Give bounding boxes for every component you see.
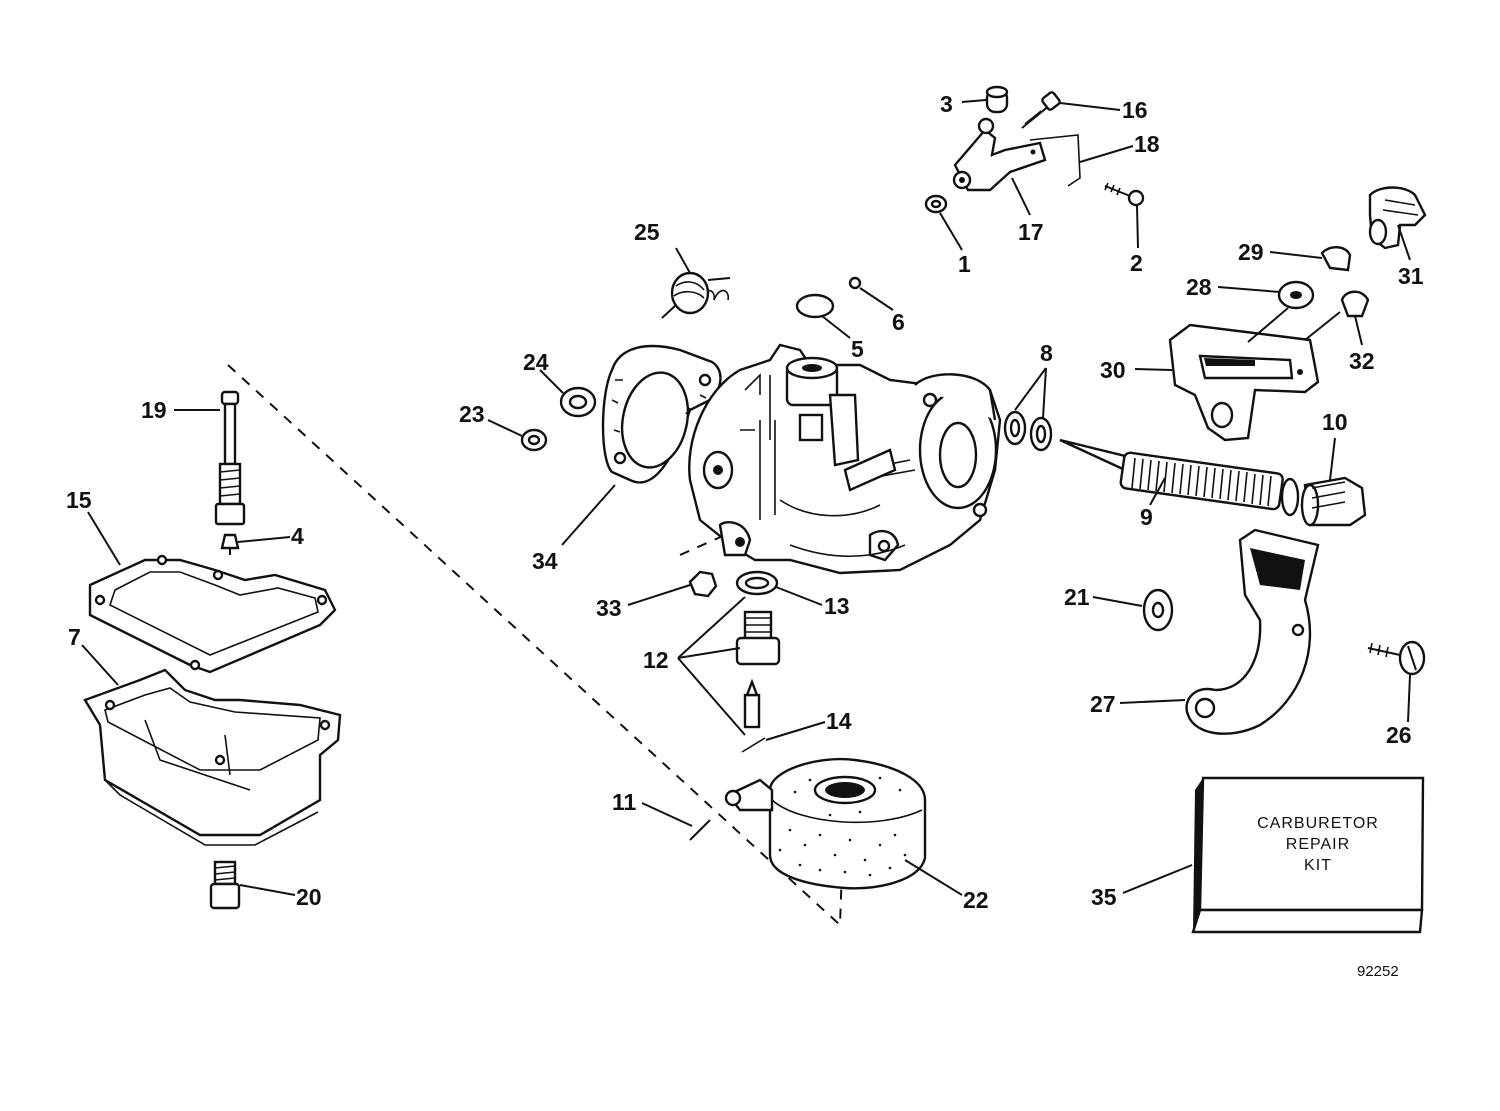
callout-21: 21 bbox=[1064, 584, 1090, 610]
part-5-plug bbox=[795, 293, 835, 319]
part-6-ball bbox=[848, 276, 862, 290]
part-9-needle-valve bbox=[1059, 438, 1300, 517]
callout-13: 13 bbox=[824, 593, 850, 619]
part-31-knob bbox=[1368, 186, 1427, 250]
leader-lines bbox=[81, 99, 1411, 896]
callout-29: 29 bbox=[1238, 239, 1264, 265]
part-21-washer bbox=[1142, 588, 1174, 632]
callout-19: 19 bbox=[141, 397, 167, 423]
callout-23: 23 bbox=[459, 401, 485, 427]
part-1-washer bbox=[924, 194, 948, 214]
part-8-washers bbox=[1003, 410, 1053, 452]
repair-kit-label-line3: KIT bbox=[1304, 857, 1332, 874]
part-10-packing-nut bbox=[1300, 476, 1367, 527]
callout-26: 26 bbox=[1386, 722, 1412, 748]
part-34-gasket bbox=[601, 344, 722, 484]
callout-9: 9 bbox=[1140, 504, 1153, 530]
callout-22: 22 bbox=[963, 887, 989, 913]
part-24-washer bbox=[559, 386, 597, 418]
callout-14: 14 bbox=[826, 708, 852, 734]
part-29-clip bbox=[1320, 246, 1352, 272]
callout-2: 2 bbox=[1130, 250, 1143, 276]
part-11-pin bbox=[689, 819, 711, 841]
callout-6: 6 bbox=[892, 309, 905, 335]
part-3-cap bbox=[985, 85, 1009, 114]
figure-number: 92252 bbox=[1357, 963, 1399, 980]
callout-33: 33 bbox=[596, 595, 622, 621]
part-19-needle-seat bbox=[214, 390, 246, 526]
part-16-screw bbox=[1021, 91, 1061, 129]
callout-3: 3 bbox=[940, 91, 953, 117]
callout-11: 11 bbox=[612, 789, 637, 815]
callout-30: 30 bbox=[1100, 357, 1126, 383]
part-18-link bbox=[1029, 134, 1081, 187]
callout-15: 15 bbox=[66, 487, 92, 513]
callout-20: 20 bbox=[296, 884, 322, 910]
callout-7: 7 bbox=[68, 624, 81, 650]
callout-17: 17 bbox=[1018, 219, 1044, 245]
part-23-washer bbox=[520, 428, 548, 452]
part-32-plug bbox=[1304, 290, 1370, 341]
part-30-bracket bbox=[1168, 323, 1320, 442]
callout-4: 4 bbox=[291, 523, 304, 549]
callout-5: 5 bbox=[851, 336, 864, 362]
callout-24: 24 bbox=[523, 349, 549, 375]
part-33-nut bbox=[688, 570, 718, 598]
callout-8: 8 bbox=[1040, 340, 1053, 366]
part-26-screw bbox=[1367, 640, 1426, 676]
callout-27: 27 bbox=[1090, 691, 1116, 717]
callout-10: 10 bbox=[1322, 409, 1348, 435]
callout-31: 31 bbox=[1398, 263, 1424, 289]
part-13-gasket bbox=[735, 570, 779, 596]
part-28-washer bbox=[1277, 280, 1315, 310]
part-27-cam bbox=[1185, 528, 1320, 735]
part-17-lever bbox=[952, 117, 1047, 192]
part-2-screw bbox=[1104, 182, 1145, 207]
part-15-bowl-gasket bbox=[88, 554, 337, 674]
callout-1: 1 bbox=[958, 251, 971, 277]
part-35-repair-kit-box[interactable] bbox=[1191, 776, 1425, 934]
callout-35: 35 bbox=[1091, 884, 1117, 910]
callout-28: 28 bbox=[1186, 274, 1212, 300]
callout-labels: 3 16 18 17 1 2 25 6 5 24 23 34 8 9 10 30… bbox=[66, 91, 1424, 913]
part-7-float-bowl bbox=[83, 668, 342, 846]
part-25-spring bbox=[661, 271, 731, 319]
callout-34: 34 bbox=[532, 548, 558, 574]
part-20-drain-screw bbox=[209, 860, 241, 910]
part-14-pin bbox=[741, 737, 766, 753]
repair-kit-label-line1: CARBURETOR bbox=[1257, 815, 1379, 832]
part-22-float bbox=[724, 757, 927, 890]
callout-12: 12 bbox=[643, 647, 669, 673]
leader-28-extra bbox=[1247, 307, 1289, 343]
repair-kit-label-line2: REPAIR bbox=[1286, 836, 1350, 853]
part-4-needle bbox=[220, 533, 240, 555]
callout-32: 32 bbox=[1349, 348, 1375, 374]
callout-25: 25 bbox=[634, 219, 660, 245]
part-12-jets bbox=[735, 610, 781, 729]
callout-16: 16 bbox=[1122, 97, 1148, 123]
callout-18: 18 bbox=[1134, 131, 1160, 157]
carburetor-body bbox=[688, 343, 1002, 575]
